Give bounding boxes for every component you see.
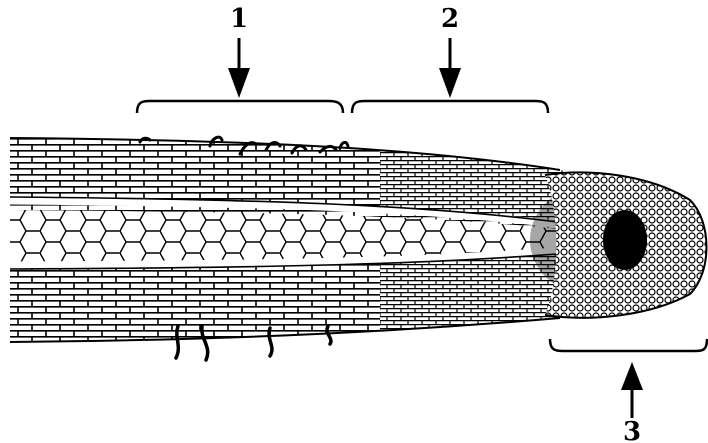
label-2: 2 (441, 4, 459, 34)
label-1: 1 (230, 4, 248, 34)
bracket-3: 3 (550, 339, 707, 443)
arrow-down-icon (228, 68, 250, 98)
bracket-1: 1 (137, 4, 343, 113)
label-3: 3 (623, 417, 641, 443)
root-body (0, 130, 708, 350)
root-cap (540, 165, 708, 325)
arrow-up-icon (621, 362, 643, 390)
bracket-2: 2 (352, 4, 548, 113)
arrow-down-icon (439, 68, 461, 98)
